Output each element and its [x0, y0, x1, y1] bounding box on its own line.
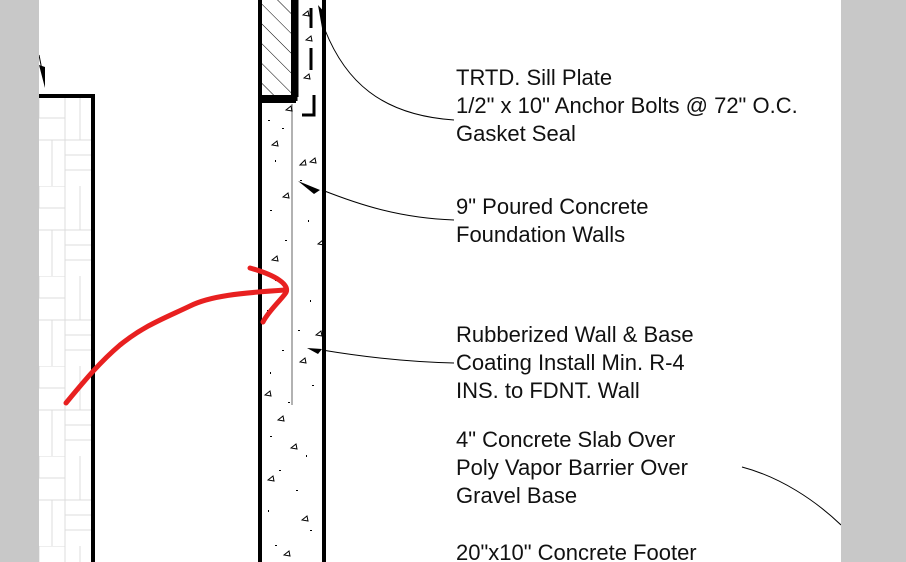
note-wall-coating: Rubberized Wall & Base Coating Install M… [456, 321, 694, 405]
note-line: INS. to FDNT. Wall [456, 378, 640, 403]
sill-plate-block [258, 0, 299, 99]
note-line: Poly Vapor Barrier Over [456, 455, 688, 480]
section-drawing [39, 0, 841, 562]
red-markup-arrow [63, 265, 290, 406]
leader-arrow-topleft [39, 54, 45, 88]
note-line: Gravel Base [456, 483, 578, 508]
note-slab: 4" Concrete Slab Over Poly Vapor Barrier… [456, 426, 688, 510]
note-line: TRTD. Sill Plate [456, 65, 613, 90]
floor-hatch-region [39, 94, 95, 562]
leader-arrowheads [298, 5, 326, 354]
note-sill-plate: TRTD. Sill Plate 1/2" x 10" Anchor Bolts… [456, 64, 798, 148]
note-line: Gasket Seal [456, 121, 576, 146]
note-line: Foundation Walls [456, 222, 626, 247]
note-line: Coating Install Min. R-4 [456, 350, 685, 375]
note-line: 4" Concrete Slab Over [456, 427, 676, 452]
note-line: 9" Poured Concrete [456, 194, 649, 219]
note-footer: 20"x10" Concrete Footer [456, 539, 697, 562]
note-foundation-wall: 9" Poured Concrete Foundation Walls [456, 193, 648, 249]
note-line: Rubberized Wall & Base [456, 322, 694, 347]
concrete-stipple [263, 10, 325, 557]
foundation-wall [258, 0, 326, 562]
note-line: 1/2" x 10" Anchor Bolts @ 72" O.C. [456, 93, 798, 118]
note-line: 20"x10" Concrete Footer [456, 540, 697, 562]
anchor-bolt [302, 8, 316, 117]
drawing-sheet: TRTD. Sill Plate 1/2" x 10" Anchor Bolts… [39, 0, 841, 562]
leader-lines [321, 29, 841, 526]
